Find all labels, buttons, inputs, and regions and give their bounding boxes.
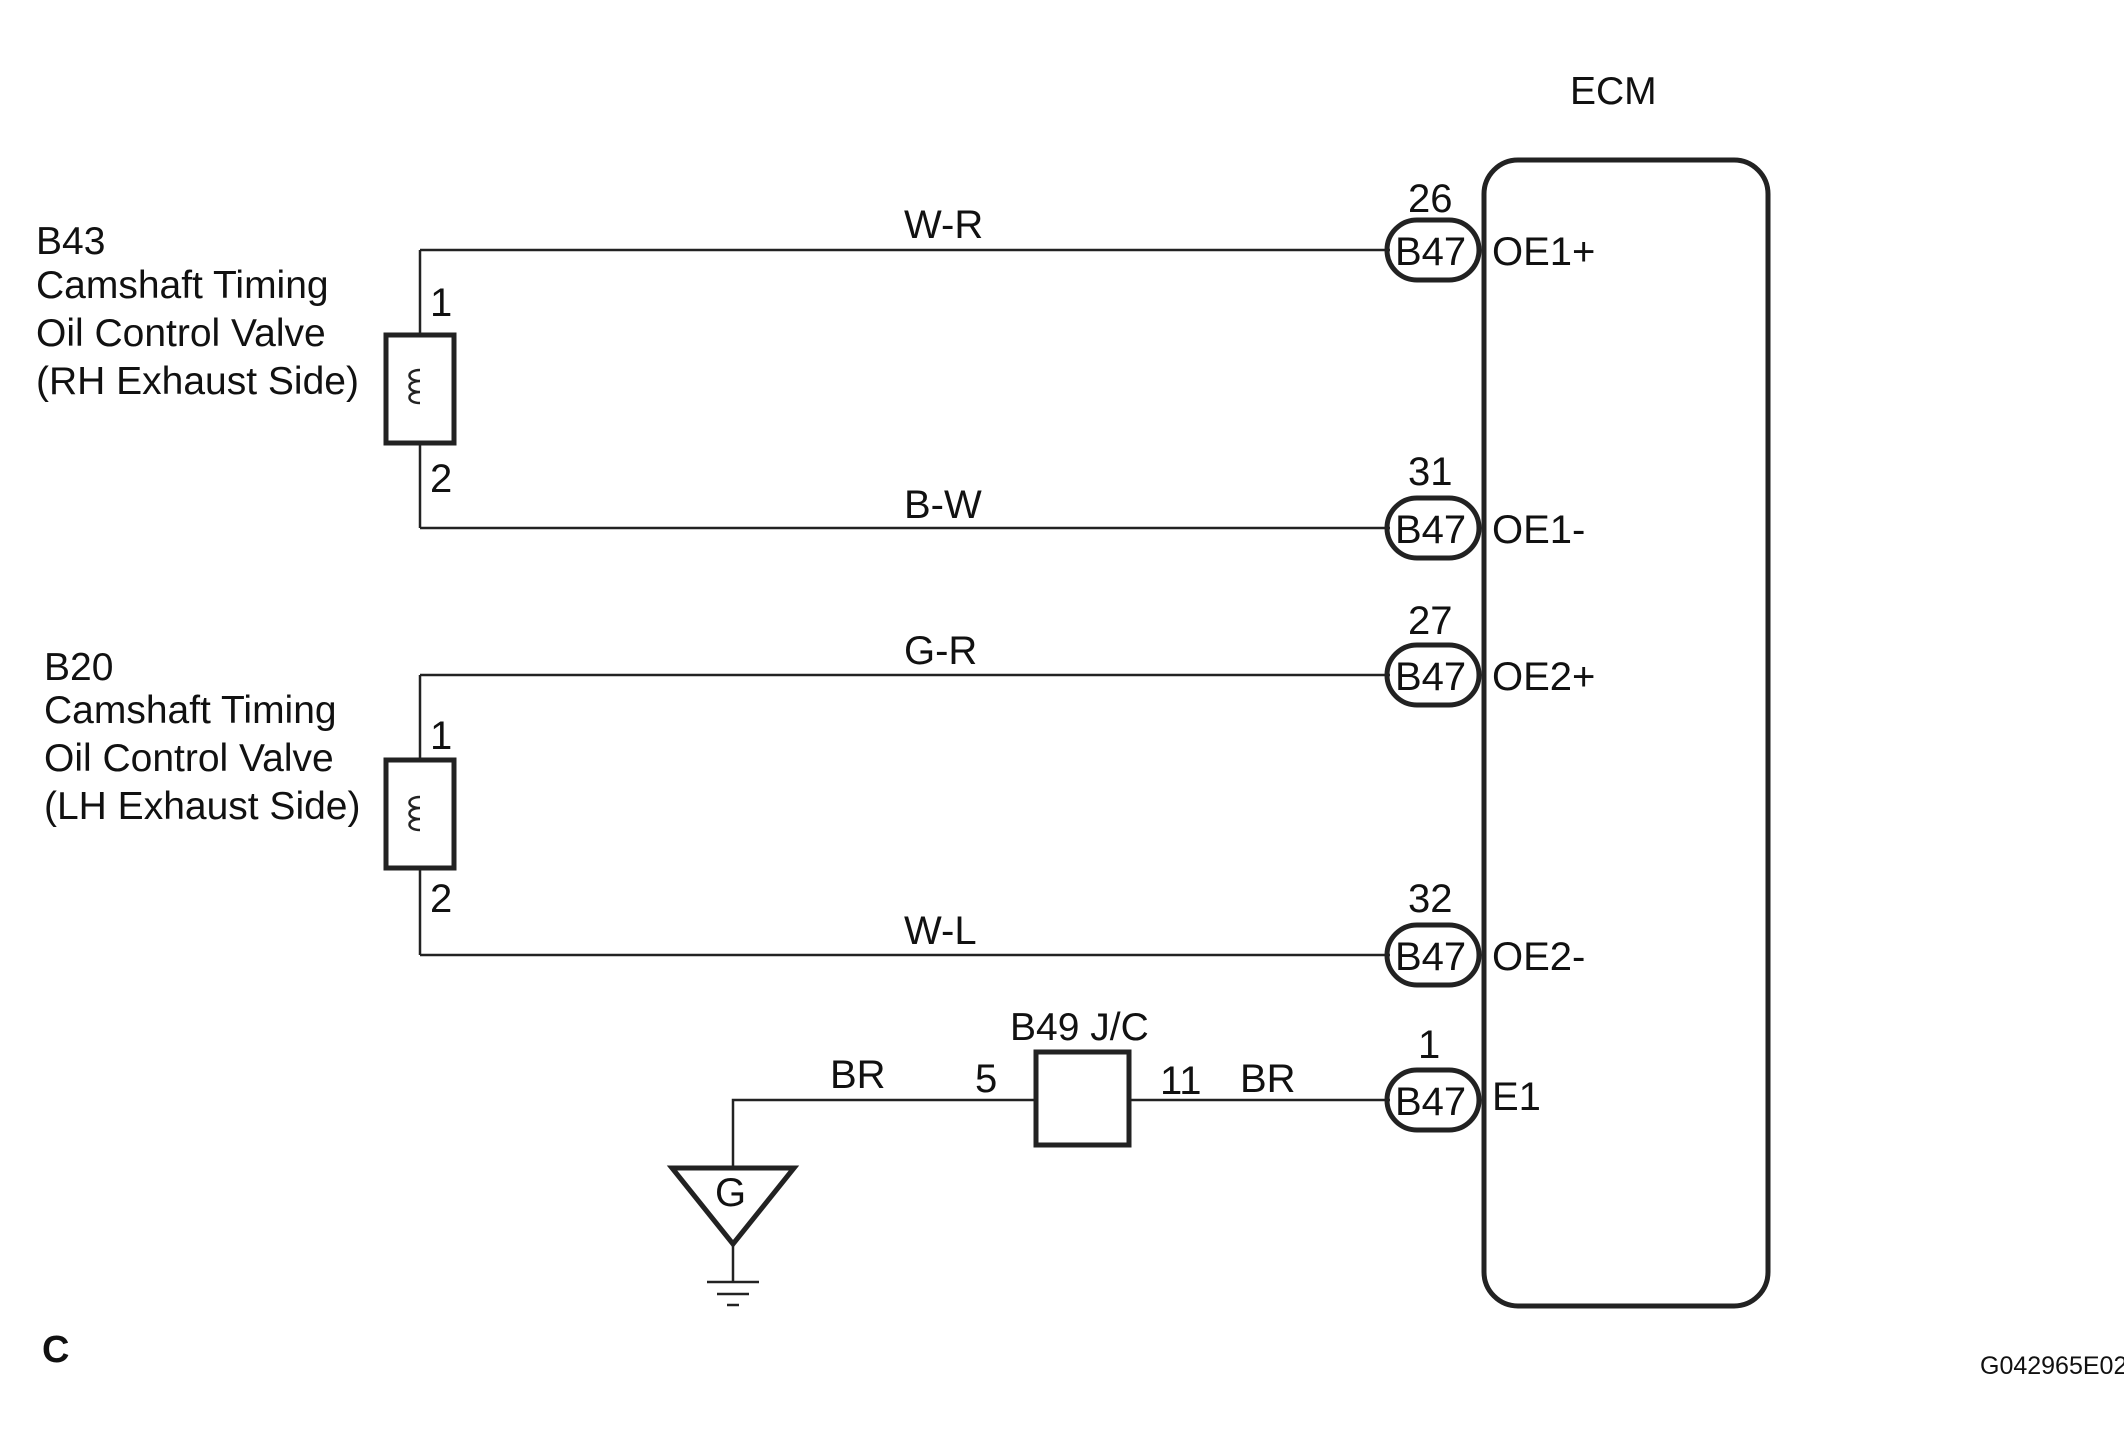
ecm-signal-e1: E1 [1492, 1075, 1541, 1119]
ecm-signal-oe2-minus: OE2- [1492, 935, 1585, 979]
ecm-box [1481, 157, 1771, 1309]
ecm-connector-oe2-plus-label: B47 [1395, 655, 1466, 699]
valve-b43-coil-icon [408, 368, 421, 405]
ecm-connector-oe2-minus [1384, 922, 1482, 988]
ecm-signal-oe1-minus: OE1- [1492, 508, 1585, 552]
ecm-signal-oe2-plus: OE2+ [1492, 655, 1595, 699]
ecm-connector-oe1-plus [1384, 217, 1482, 283]
ecm-label: ECM [1570, 70, 1657, 113]
junction-pin-left: 5 [975, 1057, 997, 1101]
valve-b20-body [383, 757, 457, 871]
ecm-pin-oe2-plus-number: 27 [1408, 599, 1453, 643]
valve-b20-pin-bottom: 2 [430, 877, 452, 921]
corner-label: C [42, 1329, 69, 1371]
valve-b20-name-line1: Camshaft Timing [44, 689, 337, 732]
ground-symbol-icon [707, 1244, 759, 1307]
ecm-pin-e1-number: 1 [1418, 1023, 1440, 1067]
wire-oe1-minus-color: B-W [904, 483, 982, 527]
wire-ground-right-color: BR [1240, 1057, 1296, 1101]
ecm-connector-oe2-plus [1384, 642, 1482, 708]
valve-b20-coil-icon [408, 795, 421, 832]
valve-b43-name-line3: (RH Exhaust Side) [36, 360, 359, 403]
wire-oe1-plus-color: W-R [904, 203, 983, 247]
wire-ground-left [731, 1098, 1036, 1168]
wire-oe2-plus-color: G-R [904, 629, 977, 673]
valve-b20-name-line2: Oil Control Valve [44, 737, 334, 780]
valve-b43-body [383, 332, 457, 446]
valve-b43-pin-bottom: 2 [430, 457, 452, 501]
ecm-signal-oe1-plus: OE1+ [1492, 230, 1595, 274]
ground-point-label: G [715, 1171, 746, 1215]
ecm-connector-oe1-plus-label: B47 [1395, 230, 1466, 274]
ecm-connector-oe2-minus-label: B47 [1395, 935, 1466, 979]
ecm-pin-oe1-plus-number: 26 [1408, 177, 1453, 221]
wire-oe2-minus-color: W-L [904, 909, 977, 953]
ground-point-triangle [666, 1165, 800, 1248]
valve-b43-name-line2: Oil Control Valve [36, 312, 326, 355]
junction-connector-box [1033, 1049, 1132, 1148]
ecm-connector-oe1-minus-label: B47 [1395, 508, 1466, 552]
junction-connector-label: B49 J/C [1010, 1006, 1149, 1049]
valve-b43-pin-top: 1 [430, 281, 452, 325]
valve-b20-code: B20 [44, 646, 113, 689]
figure-id: G042965E02 [1980, 1352, 2124, 1380]
valve-b43-name-line1: Camshaft Timing [36, 264, 329, 307]
valve-b20-pin-top: 1 [430, 714, 452, 758]
valve-b43-code: B43 [36, 220, 105, 263]
valve-b20-name-line3: (LH Exhaust Side) [44, 785, 360, 828]
ecm-pin-oe2-minus-number: 32 [1408, 877, 1453, 921]
ecm-connector-e1-label: B47 [1395, 1080, 1466, 1124]
ecm-pin-oe1-minus-number: 31 [1408, 450, 1453, 494]
wire-ground-left-color: BR [830, 1053, 886, 1097]
junction-pin-right: 11 [1160, 1059, 1202, 1103]
ecm-connector-oe1-minus [1384, 495, 1482, 561]
